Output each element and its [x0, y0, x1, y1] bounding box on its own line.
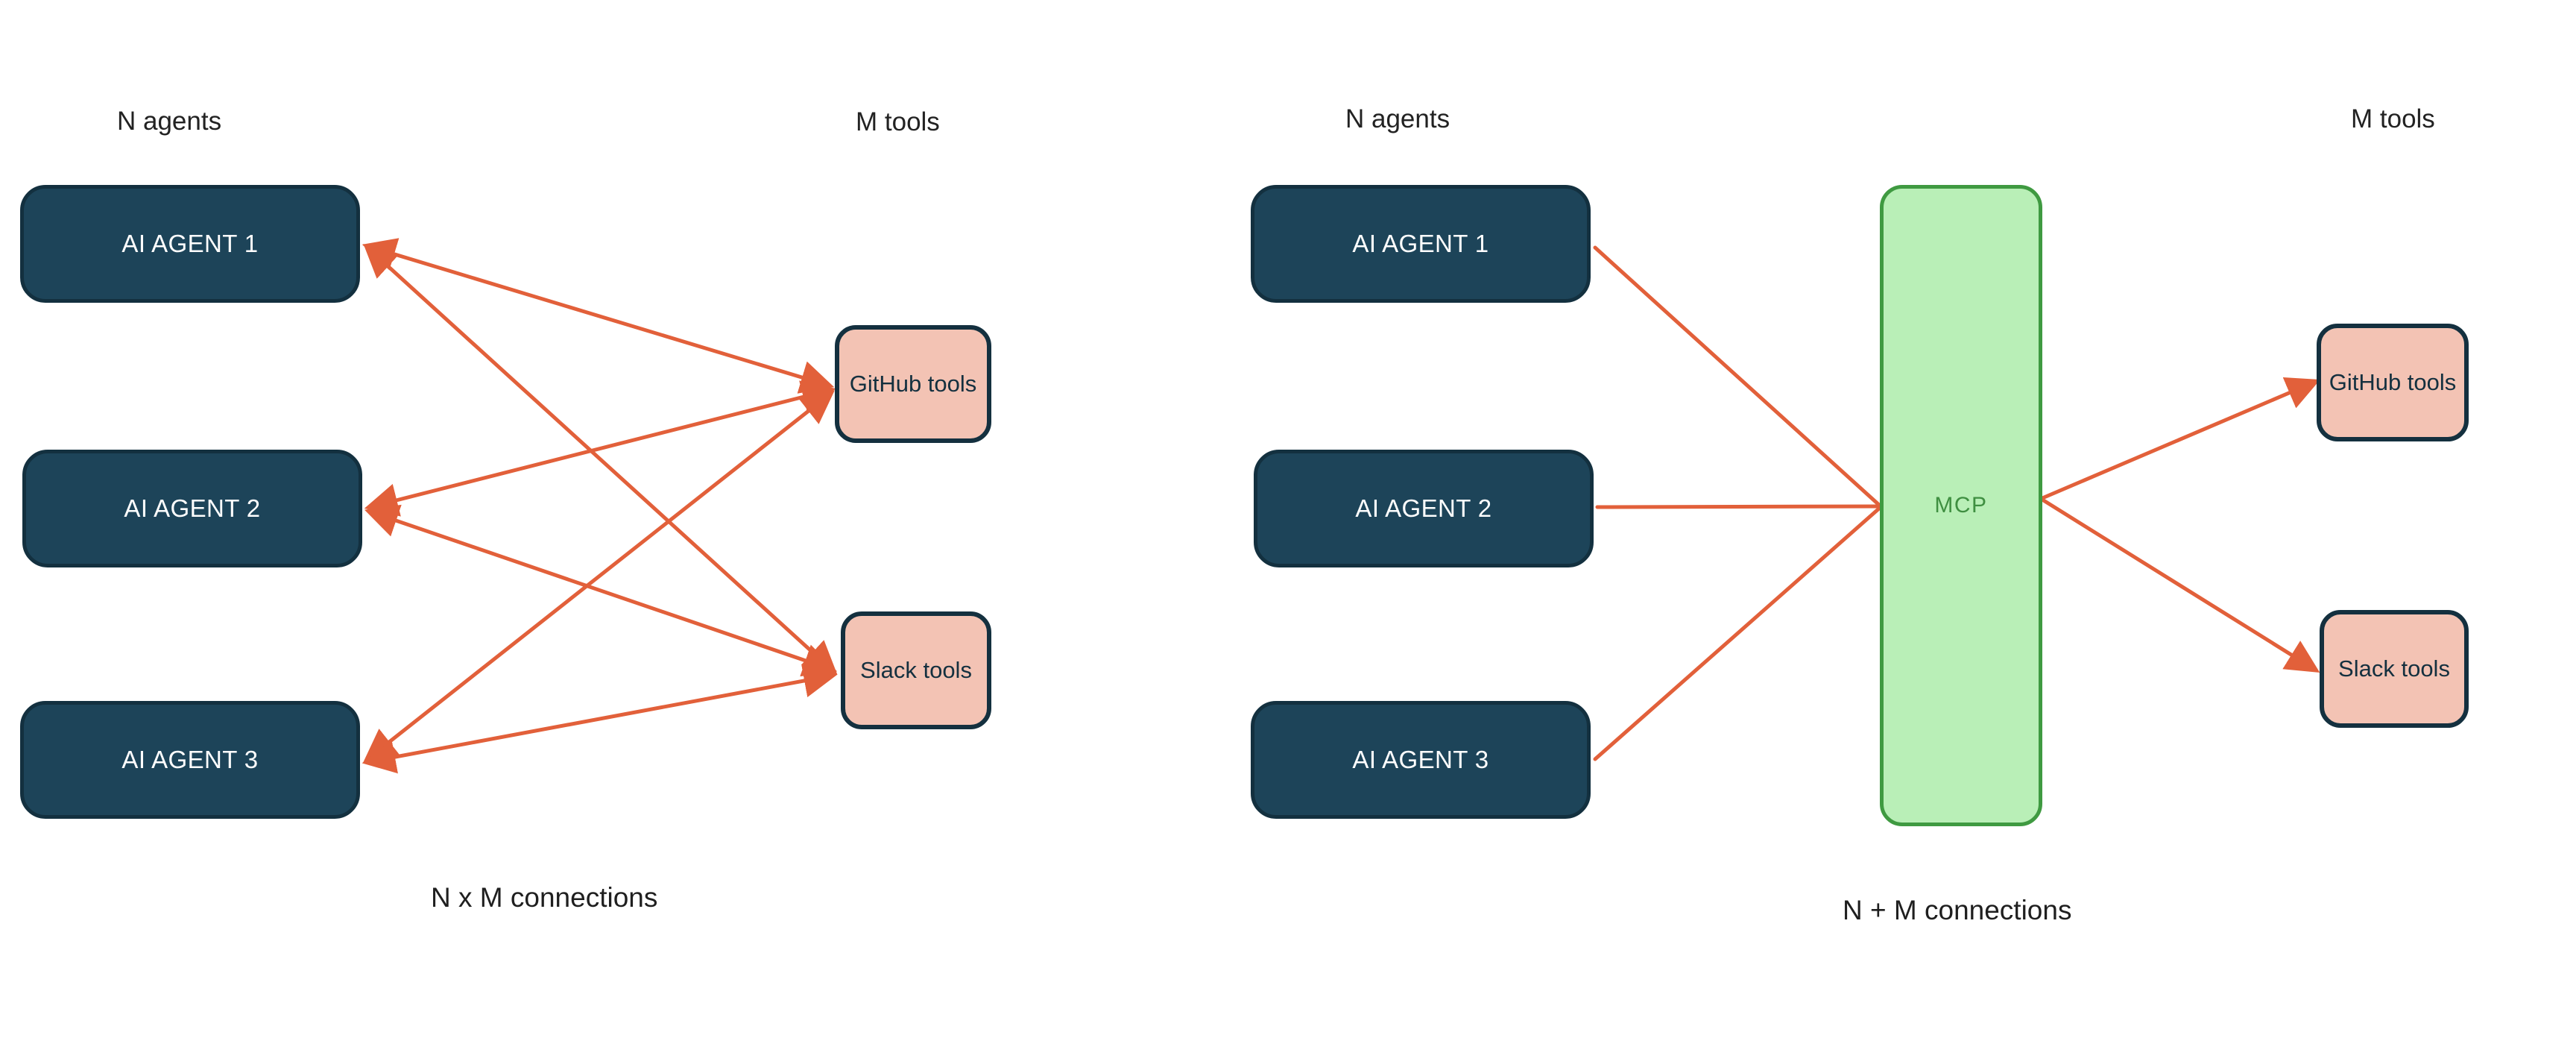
- left-agent-box-1[interactable]: AI AGENT 1: [20, 185, 360, 303]
- right-diagram-caption: N + M connections: [1843, 895, 2072, 925]
- right-agents-header: N agents: [1345, 104, 1450, 133]
- left-agent-box-2[interactable]: AI AGENT 2: [22, 450, 362, 567]
- left-tools-header: M tools: [856, 107, 940, 136]
- edge-agent2-slack: [364, 504, 838, 677]
- right-agent-label-1: AI AGENT 1: [1352, 230, 1489, 258]
- left-tool-label-github: GitHub tools: [849, 371, 977, 397]
- right-tool-box-slack[interactable]: Slack tools: [2320, 610, 2469, 728]
- edge-agent1-slack: [363, 243, 838, 676]
- left-agent-label-3: AI AGENT 3: [121, 746, 259, 774]
- left-tool-box-slack[interactable]: Slack tools: [841, 611, 991, 729]
- left-agents-header: N agents: [117, 107, 222, 136]
- right-agent-box-2[interactable]: AI AGENT 2: [1254, 450, 1594, 567]
- right-tool-label-github: GitHub tools: [2329, 369, 2457, 396]
- left-diagram-edges: [362, 238, 838, 774]
- edge-agent3-slack: [362, 664, 838, 774]
- mcp-hub-label: MCP: [1934, 492, 1988, 518]
- edge-agent1-github: [362, 238, 835, 394]
- edge-r-agent3-mcp: [1593, 506, 1882, 761]
- left-diagram-caption: N x M connections: [431, 882, 658, 913]
- right-agent-label-2: AI AGENT 2: [1355, 494, 1492, 523]
- right-tools-header: M tools: [2351, 104, 2435, 133]
- left-agent-box-3[interactable]: AI AGENT 3: [20, 701, 360, 819]
- left-tool-box-github[interactable]: GitHub tools: [835, 325, 991, 443]
- right-agent-box-3[interactable]: AI AGENT 3: [1251, 701, 1591, 819]
- right-tool-box-github[interactable]: GitHub tools: [2317, 324, 2469, 441]
- right-tool-label-slack: Slack tools: [2338, 655, 2450, 682]
- edge-agent3-github: [363, 390, 835, 763]
- edge-r-agent2-mcp: [1595, 504, 1882, 509]
- mcp-hub-box[interactable]: MCP: [1880, 185, 2042, 826]
- edge-r-mcp-github: [2040, 377, 2320, 500]
- edge-agent2-github: [364, 380, 836, 517]
- right-agent-box-1[interactable]: AI AGENT 1: [1251, 185, 1591, 303]
- left-agent-label-2: AI AGENT 2: [124, 494, 261, 523]
- edge-r-mcp-slack: [2040, 497, 2320, 673]
- edge-r-agent1-mcp: [1593, 245, 1882, 508]
- left-agent-label-1: AI AGENT 1: [121, 230, 259, 258]
- left-tool-label-slack: Slack tools: [860, 657, 972, 684]
- right-agent-label-3: AI AGENT 3: [1352, 746, 1489, 774]
